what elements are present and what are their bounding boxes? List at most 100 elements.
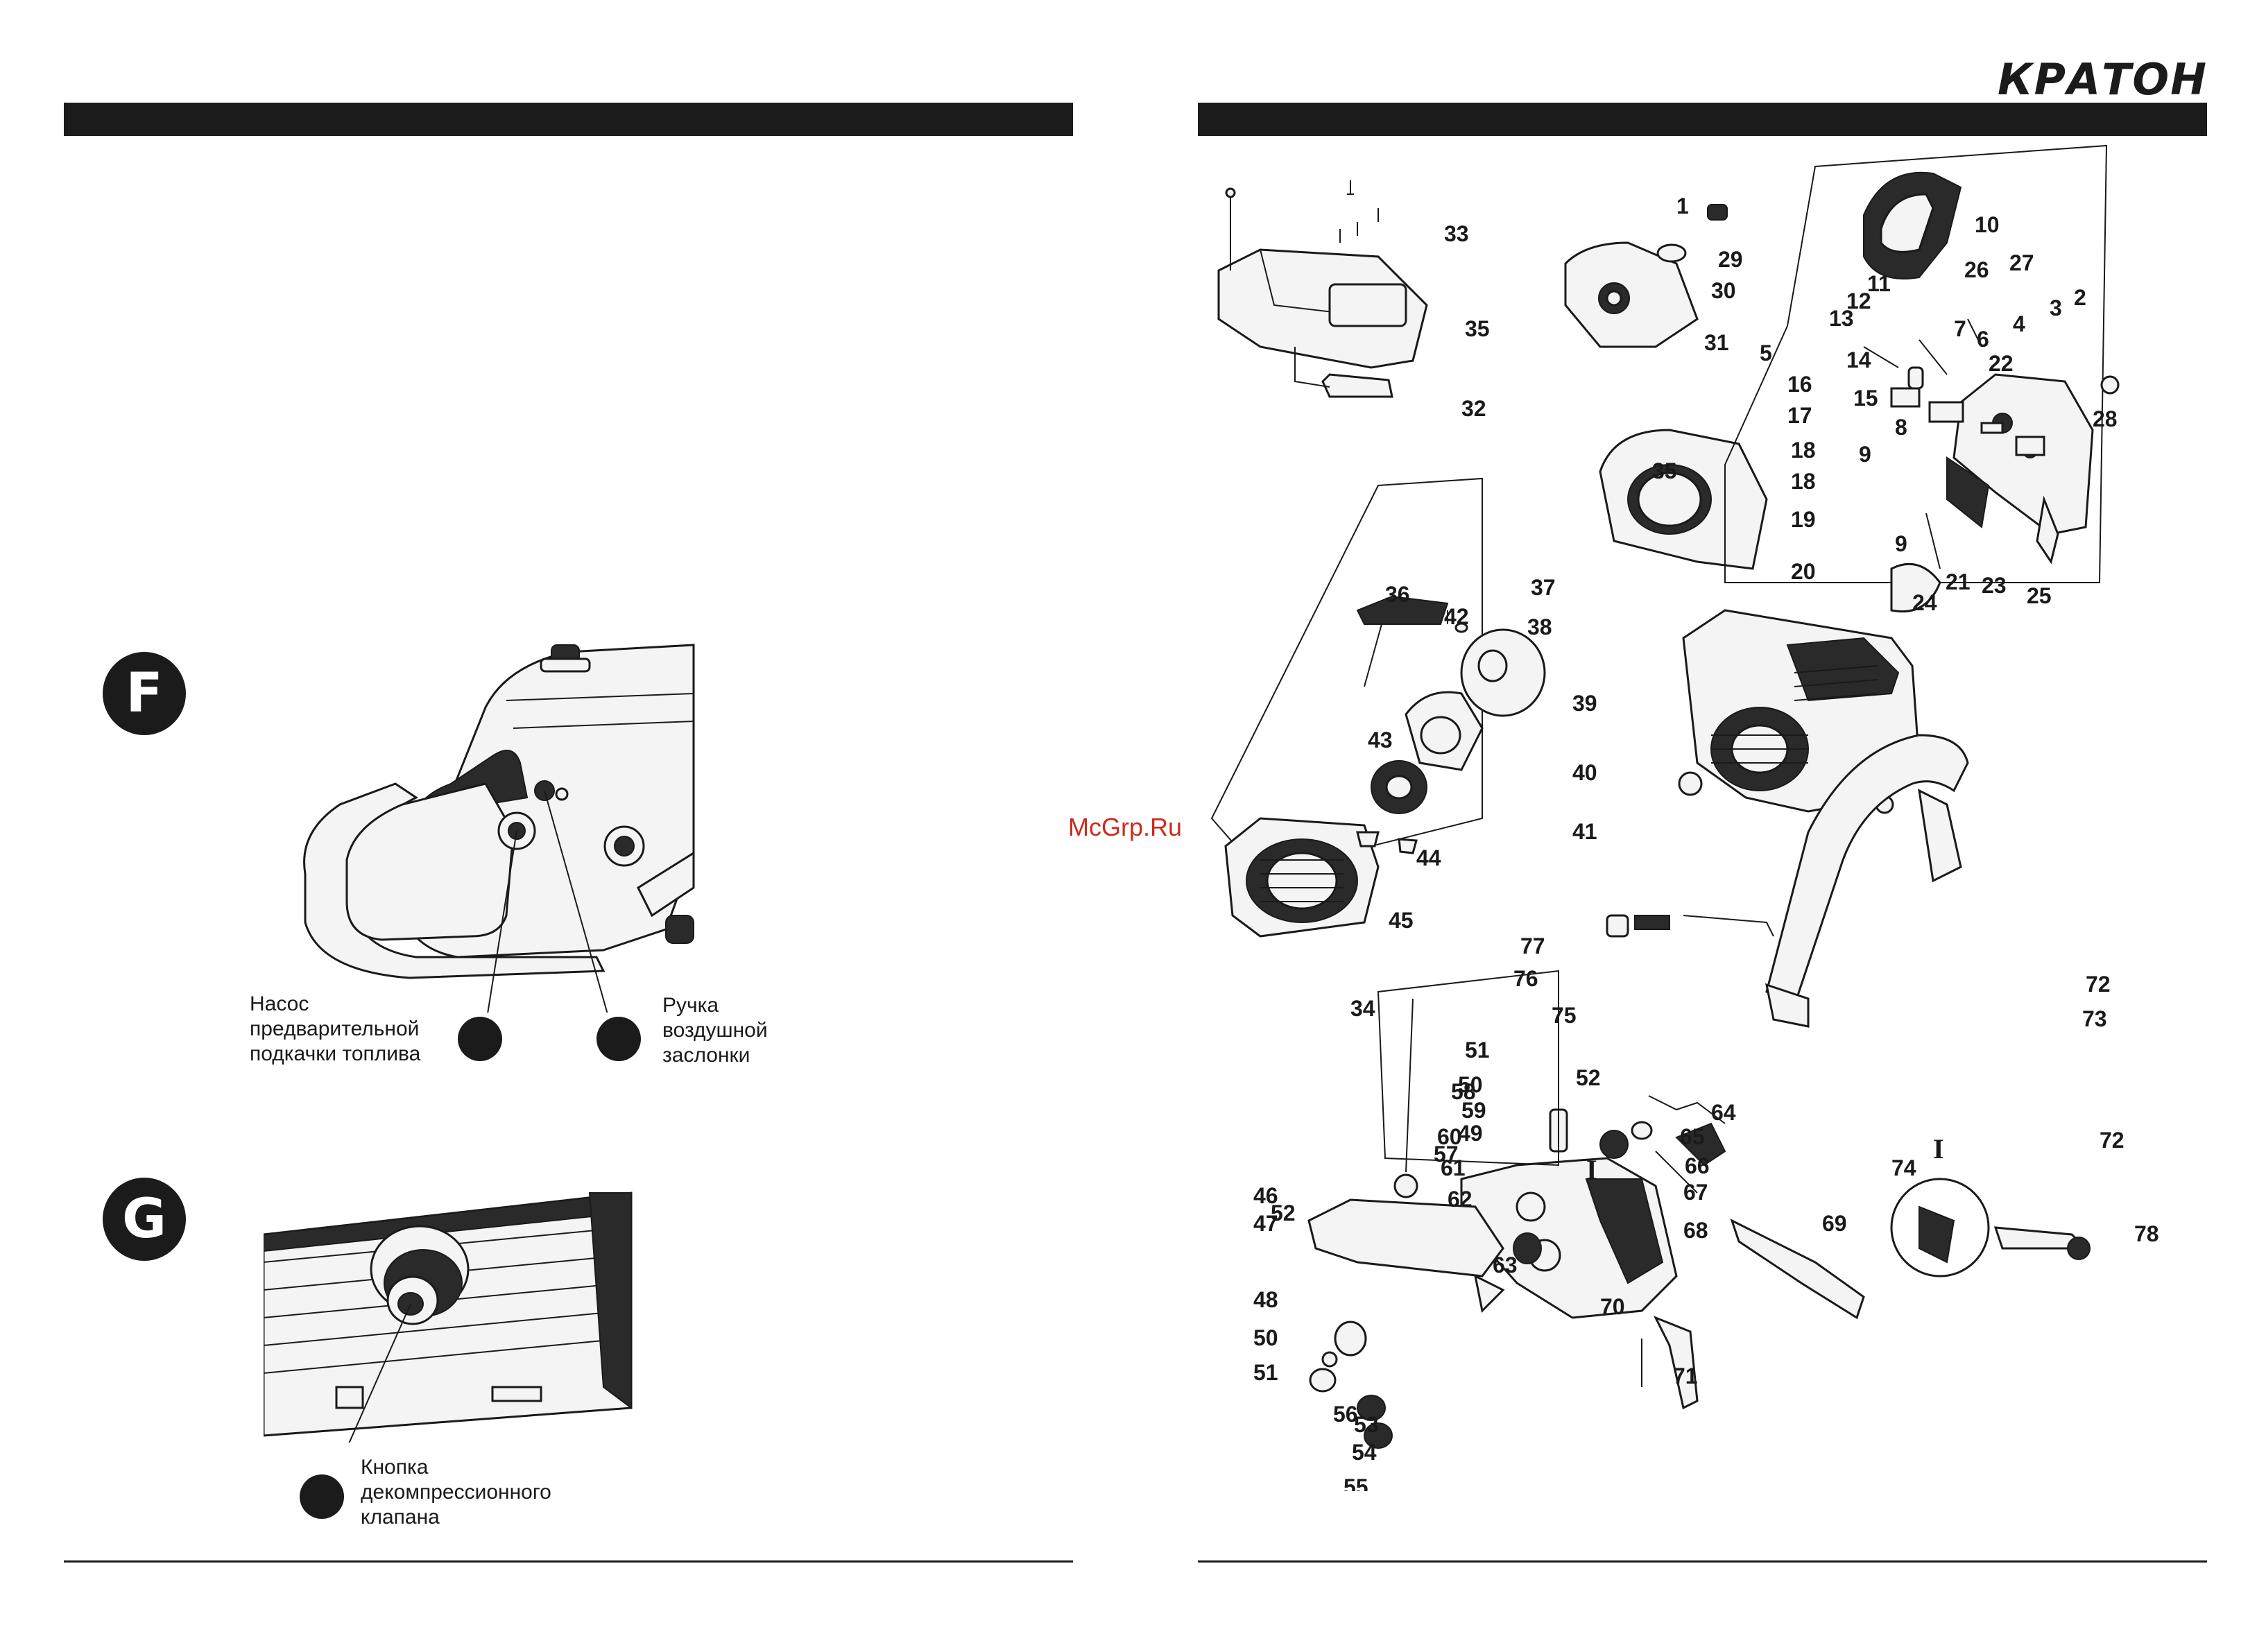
callout-59: 59 <box>1461 1098 1486 1123</box>
figure-f-badge: F <box>103 652 186 735</box>
part-handle-grip <box>1730 1219 1865 1320</box>
callout-10: 10 <box>1975 212 2000 237</box>
decompression-valve-marker <box>300 1474 344 1519</box>
callout-28: 28 <box>2093 406 2118 431</box>
decompression-valve-label-line-2: декомпрессионного <box>361 1481 551 1504</box>
callout-78: 78 <box>2134 1221 2159 1246</box>
decompression-valve-label: Кнопка декомпрессионного клапана <box>361 1455 551 1530</box>
callout-27: 27 <box>2009 250 2034 275</box>
callout-46: 46 <box>1253 1183 1278 1208</box>
callout-38: 38 <box>1527 614 1552 639</box>
callout-51: 51 <box>1465 1038 1490 1062</box>
watermark: McGrp.Ru <box>1068 813 1183 841</box>
callout-47: 47 <box>1253 1211 1278 1236</box>
primer-pump-label-line-3: подкачки топлива <box>250 1042 421 1065</box>
callout-33: 33 <box>1444 221 1469 246</box>
callout-68: 68 <box>1683 1218 1708 1243</box>
callout-48: 48 <box>1253 1287 1278 1312</box>
decompression-valve-label-line-3: клапана <box>361 1506 440 1529</box>
part-starter-handle <box>1356 595 1449 625</box>
callout-9: 9 <box>1859 442 1871 467</box>
callout-45: 45 <box>1389 908 1414 933</box>
callout-55: 55 <box>1344 1474 1368 1491</box>
detail-marker-main: I <box>1586 1154 1597 1185</box>
primer-pump-marker <box>458 1017 502 1061</box>
callout-51: 51 <box>1253 1360 1278 1385</box>
callout-71: 71 <box>1673 1363 1698 1388</box>
callout-8: 8 <box>1895 415 1907 440</box>
callout-35: 35 <box>1652 458 1677 483</box>
callout-43: 43 <box>1368 728 1393 752</box>
callout-16: 16 <box>1787 372 1812 397</box>
callout-6: 6 <box>1977 327 1989 352</box>
callout-52: 52 <box>1576 1065 1601 1090</box>
callout-11: 11 <box>1867 271 1891 296</box>
callout-32: 32 <box>1461 396 1486 421</box>
callout-63: 63 <box>1493 1253 1518 1277</box>
exploded-parts-diagram <box>1210 144 2120 1449</box>
callout-50: 50 <box>1458 1072 1483 1097</box>
choke-lever-label: Ручка воздушной заслонки <box>662 993 768 1068</box>
detail-marker-inset: I <box>1933 1133 1944 1164</box>
callout-53: 53 <box>1354 1412 1379 1437</box>
callout-21: 21 <box>1946 569 1971 594</box>
callout-7: 7 <box>1954 316 1966 341</box>
callout-4: 4 <box>2013 311 2025 336</box>
callout-67: 67 <box>1683 1180 1708 1205</box>
choke-lever-marker <box>596 1017 641 1061</box>
callout-40: 40 <box>1572 760 1597 785</box>
callout-72: 72 <box>2086 972 2111 997</box>
callout-20: 20 <box>1791 559 1816 584</box>
callout-26: 26 <box>1964 257 1989 282</box>
callout-34: 34 <box>1350 996 1375 1021</box>
callout-19: 19 <box>1791 507 1816 532</box>
callout-29: 29 <box>1718 247 1743 272</box>
callout-56: 56 <box>1333 1402 1358 1427</box>
left-footer-rule <box>64 1560 1073 1563</box>
figure-g-illustration <box>264 1191 633 1443</box>
callout-62: 62 <box>1448 1187 1473 1212</box>
callout-52: 52 <box>1271 1201 1296 1225</box>
callout-18: 18 <box>1791 438 1816 463</box>
callout-14: 14 <box>1846 347 1871 372</box>
callout-72: 72 <box>2100 1128 2125 1153</box>
callout-42: 42 <box>1444 604 1469 629</box>
callout-25: 25 <box>2027 583 2052 608</box>
callout-22: 22 <box>1989 351 2014 376</box>
callout-64: 64 <box>1711 1100 1736 1125</box>
part-bracket-34 <box>1321 373 1393 398</box>
brand-logo: КРАТОН <box>1998 54 2208 105</box>
callout-70: 70 <box>1600 1294 1625 1319</box>
callout-18: 18 <box>1791 469 1816 494</box>
primer-pump-label-line-1: Насос <box>250 992 309 1015</box>
callout-15: 15 <box>1853 386 1878 411</box>
callout-3: 3 <box>2050 295 2062 320</box>
primer-pump-label-line-2: предварительной <box>250 1017 420 1040</box>
part-front-handle <box>1765 734 1969 1008</box>
callout-73: 73 <box>2082 1006 2107 1031</box>
callout-66: 66 <box>1685 1153 1710 1178</box>
choke-lever-label-line-2: воздушной <box>662 1019 768 1042</box>
figure-g-badge: G <box>103 1178 186 1261</box>
callout-2: 2 <box>2074 285 2086 310</box>
choke-lever-label-line-1: Ручка <box>662 994 719 1017</box>
callout-5: 5 <box>1760 341 1772 365</box>
callout-57: 57 <box>1434 1142 1459 1167</box>
callout-30: 30 <box>1711 278 1736 303</box>
right-footer-rule <box>1198 1560 2207 1563</box>
figure-f-illustration <box>303 644 695 1013</box>
callout-54: 54 <box>1352 1440 1377 1465</box>
callout-31: 31 <box>1704 330 1729 355</box>
callout-41: 41 <box>1572 819 1597 844</box>
callout-74: 74 <box>1891 1155 1916 1180</box>
choke-lever-label-line-3: заслонки <box>662 1044 750 1067</box>
callout-49: 49 <box>1458 1121 1483 1146</box>
callout-37: 37 <box>1531 575 1556 600</box>
right-header-bar <box>1198 103 2207 136</box>
part-top-cover <box>1217 248 1428 369</box>
detail-i-circle <box>1890 1178 1990 1277</box>
callout-23: 23 <box>1982 573 2007 598</box>
callout-36: 36 <box>1385 582 1410 607</box>
decompression-valve-label-line-1: Кнопка <box>361 1456 429 1479</box>
